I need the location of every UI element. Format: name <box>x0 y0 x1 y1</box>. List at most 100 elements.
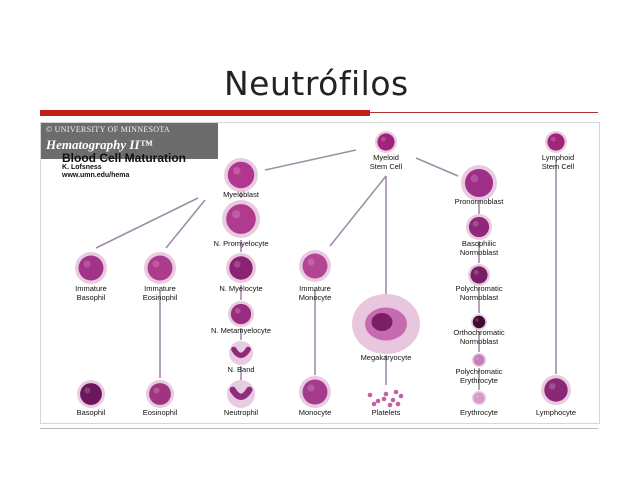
n-promyelocyte-cell: N. Promyelocyte <box>213 200 269 248</box>
cell-nucleus-icon <box>147 255 173 281</box>
maturation-connector <box>165 199 206 249</box>
platelet-icon <box>371 401 377 407</box>
myeloblast-label: Myeloblast <box>223 190 260 199</box>
immature-monocyte-label: Monocyte <box>299 293 332 302</box>
erythrocyte-label: Erythrocyte <box>460 408 498 417</box>
cell-nucleus-icon <box>227 161 255 189</box>
cell-highlight-icon <box>475 318 479 322</box>
basophil-label: Basophil <box>77 408 106 417</box>
cell-nucleus-icon <box>149 383 171 405</box>
cell-highlight-icon <box>232 210 241 219</box>
eosinophil-label: Eosinophil <box>143 408 178 417</box>
cell-highlight-icon <box>473 269 479 275</box>
platelet-icon <box>390 397 396 403</box>
cell-highlight-icon <box>307 384 315 392</box>
n-band-cell: N. Band <box>227 341 255 374</box>
cell-highlight-icon <box>153 387 160 394</box>
chart-header-band <box>41 123 218 159</box>
immature-eosinophil-label: Eosinophil <box>143 293 178 302</box>
maturation-connector <box>95 197 199 249</box>
cell-highlight-icon <box>152 260 160 268</box>
bottom-rule <box>40 428 598 429</box>
cell-highlight-icon <box>307 258 315 266</box>
platelet-icon <box>398 393 404 399</box>
slide-title: Neutrófilos <box>224 64 409 103</box>
polychromatic-erythrocyte-label: Polychromatic <box>455 367 502 376</box>
cell-highlight-icon <box>233 260 241 268</box>
neutrophil-label: Neutrophil <box>224 408 259 417</box>
eosinophil-cell: Eosinophil <box>143 380 178 417</box>
platelets-cell: Platelets <box>367 389 404 417</box>
megakaryocyte-cell: Megakaryocyte <box>352 294 420 362</box>
chart-heading: Blood Cell Maturation <box>62 151 186 165</box>
cell-nucleus-icon <box>229 256 253 280</box>
cell-nucleus-icon <box>78 255 104 281</box>
cell-highlight-icon <box>470 174 479 183</box>
erythrocyte-cell: Erythrocyte <box>460 391 498 417</box>
n-band-label: N. Band <box>227 365 254 374</box>
cell-highlight-icon <box>475 356 479 360</box>
lymphocyte-cell: Lymphocyte <box>536 375 576 417</box>
platelet-icon <box>383 391 389 397</box>
cell-highlight-icon <box>380 136 386 142</box>
cell-nucleus-icon <box>229 386 253 400</box>
n-myelocyte-cell: N. Myelocyte <box>219 253 263 293</box>
pronormoblast-cell: Pronormoblast <box>455 165 505 206</box>
chart-author: K. Lofsness <box>62 164 102 171</box>
basophilic-normoblast-label: Basophilic <box>462 239 496 248</box>
series-title: Hematography II™ <box>46 137 153 152</box>
cell-nucleus-icon <box>302 379 328 405</box>
megakaryocyte-label: Megakaryocyte <box>361 353 412 362</box>
cell-nucleus-icon <box>302 253 328 279</box>
immature-monocyte-label: Immature <box>299 284 331 293</box>
basophilic-normoblast-label: Normoblast <box>460 248 499 257</box>
basophil-cell: Basophil <box>77 380 106 417</box>
monocyte-cell: Monocyte <box>299 376 331 417</box>
lymphocyte-label: Lymphocyte <box>536 408 576 417</box>
cell-nucleus-icon <box>80 383 102 405</box>
cell-nucleus-icon <box>472 315 486 329</box>
platelet-icon <box>367 392 373 398</box>
immature-basophil-label: Basophil <box>77 293 106 302</box>
n-myelocyte-label: N. Myelocyte <box>219 284 262 293</box>
cell-highlight-icon <box>234 307 241 314</box>
cell-nucleus-icon <box>377 133 395 151</box>
cell-highlight-icon <box>550 136 556 142</box>
platelet-icon <box>395 401 401 407</box>
cell-nucleus-icon <box>473 354 485 366</box>
maturation-connector <box>415 157 459 177</box>
cell-nucleus-icon <box>473 392 485 404</box>
cell-highlight-icon <box>548 382 556 390</box>
lymphoid-stem-cell-label: Lymphoid <box>542 153 574 162</box>
pronormoblast-label: Pronormoblast <box>455 197 505 206</box>
platelet-icon <box>375 398 381 404</box>
cell-nucleus-icon <box>544 378 568 402</box>
cell-nucleus-icon <box>470 266 488 284</box>
cell-highlight-icon <box>83 260 91 268</box>
n-metamyelocyte-label: N. Metamyelocyte <box>211 326 271 335</box>
immature-eosinophil-label: Immature <box>144 284 176 293</box>
cell-highlight-icon <box>233 167 241 175</box>
cell-nucleus-icon <box>231 346 251 359</box>
cell-nucleus-icon <box>230 303 252 325</box>
myeloblast-cell: Myeloblast <box>223 158 260 199</box>
lymphoid-stem-cell-label: Stem Cell <box>542 162 575 171</box>
polychromatic-normoblast-label: Normoblast <box>460 293 499 302</box>
title-underline-thin <box>370 112 598 113</box>
platelet-icon <box>387 402 393 408</box>
cell-highlight-icon <box>475 394 479 398</box>
title-underline-red <box>40 110 370 116</box>
platelets-label: Platelets <box>372 408 401 417</box>
cell-highlight-icon <box>472 220 479 227</box>
chart-website: www.umn.edu/hema <box>62 172 130 179</box>
